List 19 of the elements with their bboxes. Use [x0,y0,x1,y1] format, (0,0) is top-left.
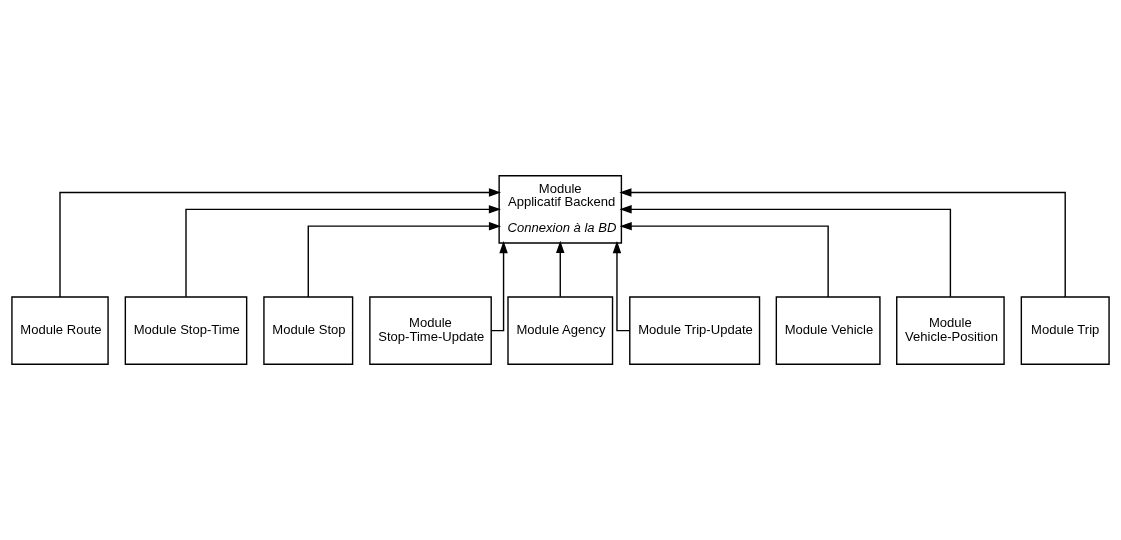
arrow [619,205,952,298]
node-box: Module Agency [507,296,614,365]
node-box: Module Applicatif Backend Connexion à la BD [498,175,623,244]
arrow [490,241,508,332]
arrow [619,221,829,298]
node-box: Module Vehicle [775,296,881,365]
node-box: Module Route [11,296,109,365]
node-box: Module Trip [1020,296,1110,365]
node-box: Module Vehicle-Position [896,296,1005,365]
node-box: Module Stop [263,296,354,365]
arrow [59,188,502,298]
arrow [612,241,631,332]
arrow [556,240,565,298]
node-box: Module Trip-Update [629,296,761,365]
node-box: Module Stop-Time [124,296,248,365]
node-box: Module Stop-Time-Update [369,296,492,365]
arrow [185,205,501,298]
arrow [307,221,502,298]
arrow [619,188,1066,298]
